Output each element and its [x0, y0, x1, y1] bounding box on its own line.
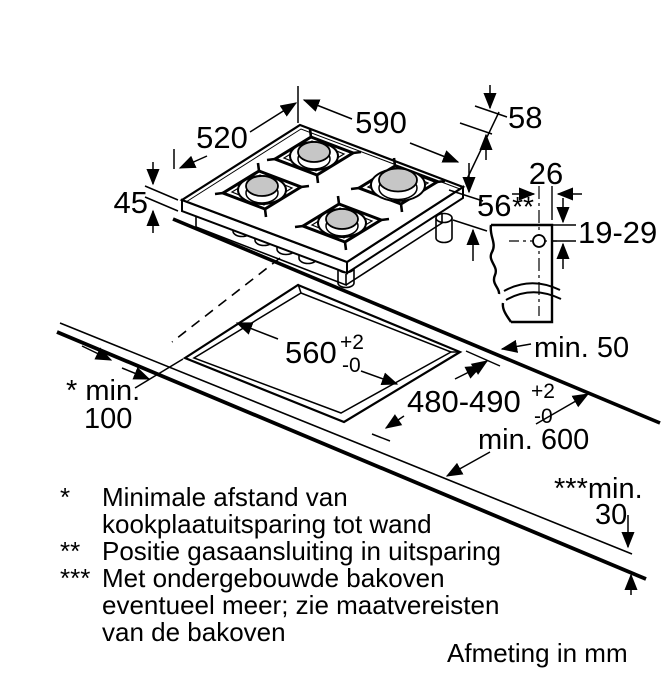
footnote-line: Positie gasaansluiting in uitsparing	[102, 536, 501, 566]
clearance-wall-left-label-line2: 100	[84, 403, 132, 435]
clearance-below-label-line1: ***min.	[554, 473, 643, 505]
footnote-symbol: *	[60, 482, 71, 512]
footnote-line: Minimale afstand van	[102, 482, 348, 512]
footnote: ** Positie gasaansluiting in uitsparing	[60, 538, 501, 565]
dim-480-490-label: 480-490	[407, 384, 521, 419]
footnotes: * Minimale afstand van kookplaatuitspari…	[60, 484, 501, 646]
hob-glass	[179, 123, 466, 275]
dim-26-label: 26	[529, 156, 563, 191]
cutout-corner-extension	[134, 358, 184, 389]
hob-body-edges	[195, 214, 443, 287]
footnote-line: kookplaatuitsparing tot wand	[102, 509, 432, 539]
burners	[214, 128, 446, 251]
clearance-below-label-line2: 30	[595, 499, 627, 531]
dim-560-label: 560	[285, 335, 337, 370]
units-caption: Afmeting in mm	[447, 638, 628, 668]
dim-520-ticks	[173, 86, 299, 169]
cutout-outline	[182, 283, 463, 424]
footnote: *** Met ondergebouwde bakoven eventueel …	[60, 565, 501, 646]
dim-480-tol-plus: +2	[531, 380, 555, 403]
footnote: * Minimale afstand van kookplaatuitspari…	[60, 484, 501, 538]
dim-19-29-label: 19-29	[578, 215, 657, 250]
dim-58-ticks	[459, 105, 508, 135]
gas-connection-point	[532, 234, 546, 248]
dim-56-ticks	[448, 189, 488, 232]
clearance-wall-right-label: min. 50	[534, 332, 629, 364]
gas-connection-detail	[489, 186, 576, 324]
worktop-front-edge-thin	[59, 322, 633, 555]
dimension-labels: 520 590 58 56 45 26 ** 19-29 560 +2 -0 4…	[66, 100, 657, 531]
footnote-line: eventueel meer; zie maatvereisten	[102, 590, 500, 620]
clearance-worktop-depth-label: min. 600	[478, 424, 589, 456]
footnote-symbol: **	[60, 536, 81, 566]
dimension-lines	[81, 85, 638, 595]
dim-520-label: 520	[196, 120, 248, 155]
dim-480-tol-minus: -0	[534, 405, 553, 428]
dim-590-label: 590	[355, 105, 407, 140]
dim-45-ticks	[144, 185, 179, 212]
worktop-drawing	[56, 217, 661, 581]
footnote-line: van de bakoven	[102, 617, 286, 647]
dim-560-tol-plus: +2	[340, 331, 364, 354]
footnote-symbol: ***	[60, 563, 91, 593]
break-lines	[503, 282, 562, 301]
dim-45-label: 45	[114, 185, 148, 220]
dim-58-label: 58	[508, 100, 542, 135]
wall-edge-line	[172, 217, 661, 425]
projection-dashed-line	[171, 257, 281, 343]
hob-drawing	[179, 123, 466, 289]
cutout-inner-outline	[192, 292, 453, 414]
clearance-wall-left-label-line1: * min.	[66, 375, 140, 407]
footnote-line: Met ondergebouwde bakoven	[102, 563, 445, 593]
gas-position-ref-label: **	[512, 191, 534, 222]
worktop-front-edge-thick	[56, 330, 647, 581]
dim-560-tol-minus: -0	[342, 354, 361, 377]
dim-590-extension	[465, 111, 500, 182]
dim-480-ticks	[371, 350, 501, 442]
dim-56-label: 56	[477, 188, 511, 223]
